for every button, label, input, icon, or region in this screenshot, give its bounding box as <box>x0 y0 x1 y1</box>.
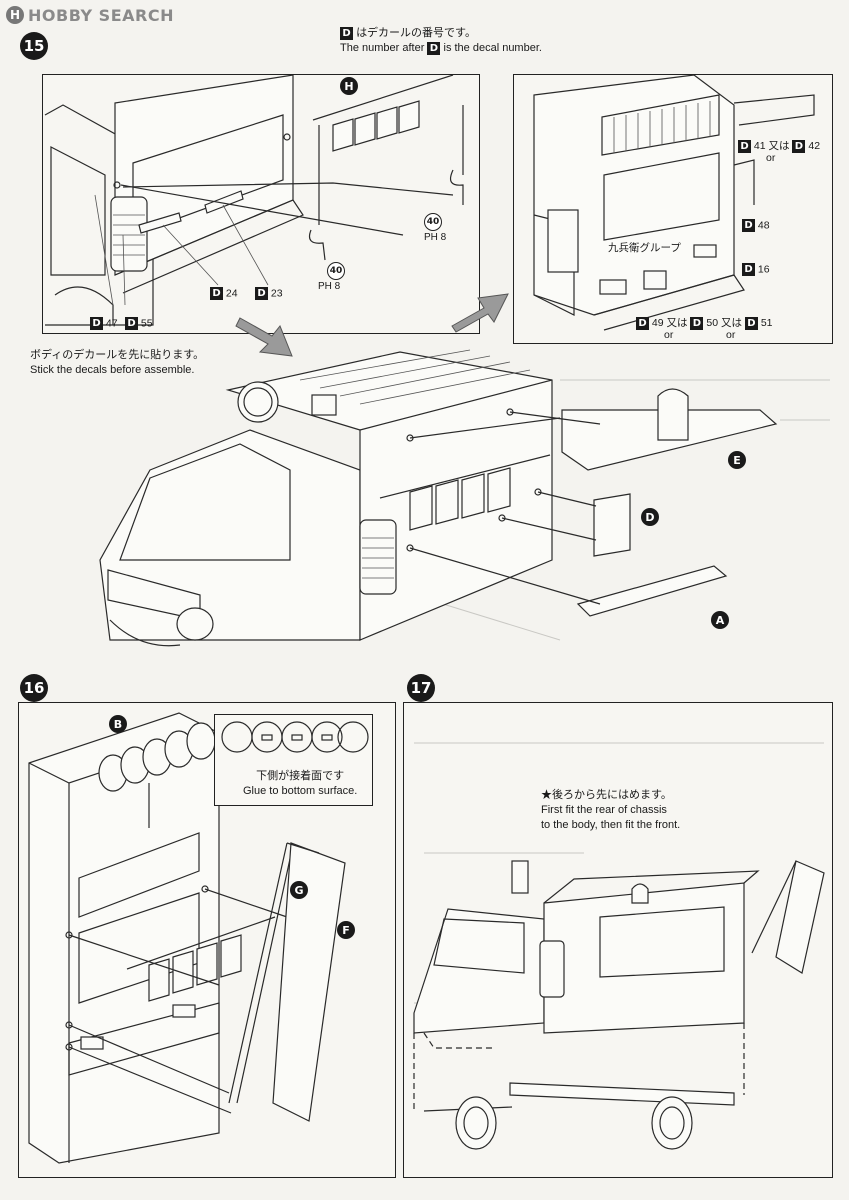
decal-55-label: D 55 <box>125 317 153 330</box>
decal-24-label: D 24 <box>210 287 238 300</box>
decal-24: 24 <box>225 287 238 300</box>
step-17-note: ★後ろから先にはめます。 First fit the rear of chass… <box>541 788 680 833</box>
callout-40-lower: 40 <box>327 262 345 280</box>
part-g-label: G <box>290 881 308 899</box>
part-f-label: F <box>337 921 355 939</box>
glue-note-jp: 下側が接着面です <box>256 770 345 782</box>
part-b-label: B <box>109 715 127 733</box>
decal-d-icon: D <box>738 139 751 153</box>
or-en-2: or <box>664 329 674 341</box>
decal-note: D はデカールの番号です。 The number after D is the … <box>340 26 542 56</box>
truck-side-text: 九兵衛グループ <box>608 242 681 254</box>
decal-d-icon: D <box>255 287 268 300</box>
step-17-panel <box>403 702 833 1178</box>
step-17-note-en-1: First fit the rear of chassis <box>541 804 667 816</box>
step-16-panel <box>18 702 396 1178</box>
step-17-number: 17 <box>407 674 435 702</box>
glue-note: 下側が接着面です Glue to bottom surface. <box>243 769 357 799</box>
decal-16-label: D 16 <box>742 263 770 276</box>
decal-48-label: D 48 <box>742 219 770 232</box>
glue-note-en: Glue to bottom surface. <box>243 785 358 797</box>
decal-inset-right <box>513 74 833 344</box>
decal-42: 42 <box>808 140 821 152</box>
decal-d-icon: D <box>742 219 755 232</box>
callout-40-lower-sub: PH 8 <box>318 281 341 292</box>
or-en-3: or <box>726 329 736 341</box>
body-note-en: Stick the decals before assemble. <box>30 364 195 376</box>
truck-side-decal-drawing <box>44 75 464 326</box>
decal-d-icon: D <box>742 263 755 276</box>
decal-marker-2: D <box>427 41 441 55</box>
step-17-note-jp: ★後ろから先にはめます。 <box>541 789 672 801</box>
decal-d-icon: D <box>792 139 806 153</box>
watermark-logo: H <box>6 6 24 24</box>
decal-41: 41 <box>753 140 766 152</box>
part-a-label: A <box>711 611 729 629</box>
body-note-jp: ボディのデカールを先に貼ります。 <box>30 349 205 361</box>
or-en-1: or <box>766 152 776 164</box>
decal-48: 48 <box>757 219 770 232</box>
decal-50: 50 <box>706 317 719 329</box>
or-jp-2: 又は <box>666 317 688 329</box>
truck-rear-decal-drawing <box>533 75 815 331</box>
decal-49: 49 <box>651 317 664 329</box>
callout-40-upper: 40 <box>424 213 442 231</box>
decal-note-en-suffix: is the decal number. <box>443 42 542 54</box>
decal-49-50-51: D 49 又は D 50 又は D 51 <box>636 315 773 330</box>
body-decal-note: ボディのデカールを先に貼ります。 Stick the decals before… <box>30 348 204 378</box>
decal-marker: D <box>340 26 353 40</box>
decal-d-icon: D <box>690 316 704 330</box>
decal-47: 47 <box>105 317 118 330</box>
decal-23-label: D 23 <box>255 287 283 300</box>
decal-d-icon: D <box>125 317 138 330</box>
part-e-label: E <box>728 451 746 469</box>
step-16-drawing <box>28 712 346 1164</box>
step-17-note-en-2: to the body, then fit the front. <box>541 819 681 831</box>
decal-23: 23 <box>270 287 283 300</box>
decal-note-en-prefix: The number after <box>340 42 425 54</box>
decal-d-icon: D <box>636 316 649 330</box>
glue-detail-box: 下側が接着面です Glue to bottom surface. <box>214 714 373 806</box>
decal-51: 51 <box>760 317 773 329</box>
part-d-label: D <box>641 508 659 526</box>
hobby-search-watermark: H HOBBY SEARCH <box>6 4 174 26</box>
decal-d-icon: D <box>90 317 103 330</box>
callout-40-upper-sub: PH 8 <box>424 232 447 243</box>
ring-detail-drawing <box>221 721 369 753</box>
watermark-text: HOBBY SEARCH <box>28 5 174 25</box>
step-15-number: 15 <box>20 32 48 60</box>
decal-d-icon: D <box>744 316 758 330</box>
decal-55: 55 <box>140 317 153 330</box>
or-jp-3: 又は <box>720 317 742 329</box>
decal-41-or-42: D 41 又は D 42 <box>738 138 820 153</box>
or-jp: 又は <box>768 140 790 152</box>
decal-47-label: D 47 <box>90 317 118 330</box>
decal-note-jp: はデカールの番号です。 <box>356 27 476 39</box>
decal-16: 16 <box>757 263 770 276</box>
part-h-label: H <box>340 77 358 95</box>
decal-d-icon: D <box>210 287 223 300</box>
step-16-number: 16 <box>20 674 48 702</box>
step-17-drawing <box>413 742 825 1150</box>
